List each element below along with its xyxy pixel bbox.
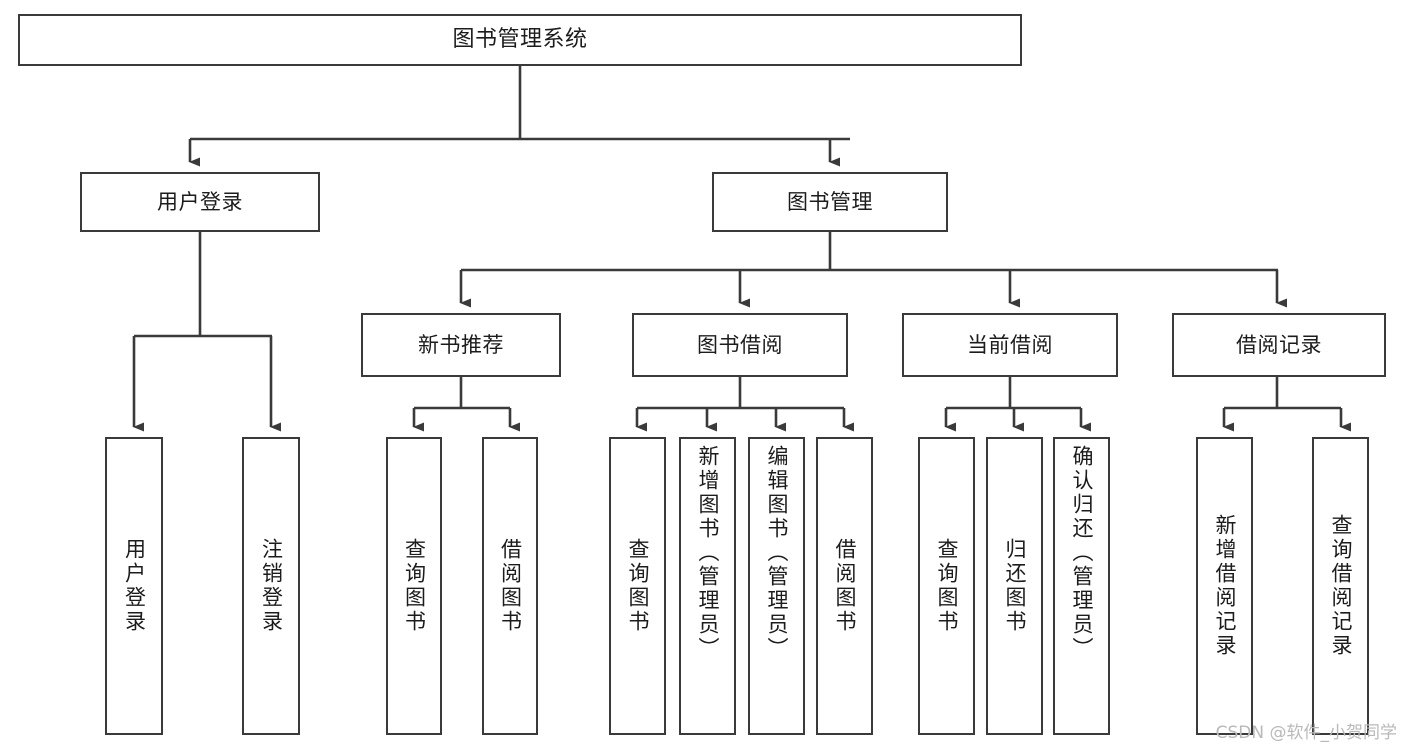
node-label: 图书管理系统 [452,27,588,53]
leaf-return-book[interactable]: 归还图书 [986,437,1043,735]
node-label: 用户登录 [157,189,243,214]
node-label: 确认归还（管理员） [1070,445,1094,661]
node-label: 借阅图书 [833,538,857,634]
node-label: 用户登录 [122,538,147,634]
node-label: 查询借阅记录 [1329,514,1353,658]
leaf-borrow-book-2[interactable]: 借阅图书 [816,437,873,735]
node-label: 新书推荐 [418,332,504,357]
node-label: 归还图书 [1003,538,1027,634]
node-borrow-record[interactable]: 借阅记录 [1172,313,1386,377]
node-label: 新增图书（管理员） [696,445,720,661]
node-new-book-recommendation[interactable]: 新书推荐 [361,313,561,377]
leaf-query-borrow-record[interactable]: 查询借阅记录 [1312,437,1369,735]
node-label: 当前借阅 [967,332,1053,357]
node-label: 图书管理 [787,189,873,214]
leaf-confirm-return-admin[interactable]: 确认归还（管理员） [1053,437,1110,735]
node-label: 借阅记录 [1236,332,1322,357]
node-root-book-management-system[interactable]: 图书管理系统 [18,14,1022,66]
leaf-user-login[interactable]: 用户登录 [105,437,163,735]
node-book-borrow[interactable]: 图书借阅 [632,313,848,377]
node-label: 查询图书 [402,538,427,634]
node-label: 图书借阅 [697,332,783,357]
node-label: 查询图书 [626,538,650,634]
node-current-borrow[interactable]: 当前借阅 [902,313,1118,377]
node-user-login[interactable]: 用户登录 [80,172,320,232]
leaf-query-book-1[interactable]: 查询图书 [386,437,442,735]
node-label: 编辑图书（管理员） [765,445,789,661]
leaf-borrow-book-1[interactable]: 借阅图书 [482,437,538,735]
node-book-management[interactable]: 图书管理 [712,172,948,232]
leaf-edit-book-admin[interactable]: 编辑图书（管理员） [748,437,805,735]
leaf-add-borrow-record[interactable]: 新增借阅记录 [1196,437,1253,735]
leaf-query-book-3[interactable]: 查询图书 [918,437,975,735]
node-label: 查询图书 [935,538,959,634]
node-label: 借阅图书 [498,538,523,634]
leaf-add-book-admin[interactable]: 新增图书（管理员） [679,437,736,735]
leaf-query-book-2[interactable]: 查询图书 [609,437,666,735]
node-label: 新增借阅记录 [1213,514,1237,658]
node-label: 注销登录 [259,538,284,634]
leaf-logout[interactable]: 注销登录 [242,437,300,735]
